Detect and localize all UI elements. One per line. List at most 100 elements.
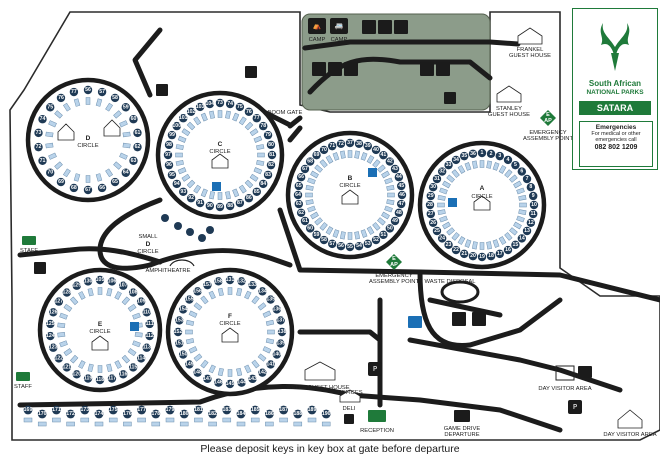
site-row-number-184: 184 [237,411,246,417]
unit-row-187 [279,417,288,423]
svg-text:OFFICES: OFFICES [337,390,362,396]
site-b-72 [336,139,346,148]
site-e-126 [49,308,58,317]
unit-row-178 [151,421,161,427]
site-number-f-143: 143 [248,376,257,382]
brand-panel: South African NATIONAL PARKS SATARA Emer… [572,8,658,170]
svg-text:GUEST HOUSE: GUEST HOUSE [509,53,551,59]
unit-b-52 [366,226,375,235]
site-row-190 [321,409,331,419]
site-number-a-31: 31 [434,176,440,182]
site-number-b-56: 56 [338,243,344,249]
site-d-59 [121,103,130,112]
site-c-101 [179,114,188,123]
svg-text:AMPHITHEATRE: AMPHITHEATRE [146,268,191,274]
unit-d-64 [113,161,122,170]
site-number-b-63: 63 [296,201,302,207]
site-c-74 [225,99,235,109]
site-b-43 [390,164,400,174]
site-number-c-104: 104 [206,101,215,107]
site-number-c-87: 87 [237,200,243,206]
unit-b-66 [307,177,316,185]
site-number-e-127: 127 [55,299,64,305]
site-c-102 [186,107,196,116]
site-number-a-1: 1 [481,150,484,156]
site-number-a-30: 30 [430,184,436,190]
unit-row-175 [108,417,118,423]
site-number-f-154: 154 [179,306,188,312]
site-number-b-47: 47 [398,201,404,207]
unit-f-148 [200,359,209,369]
site-row-number-181: 181 [194,407,203,413]
unit-f-136 [262,310,272,318]
game-drive-departure: GAME DRIVE DEPARTURE [444,410,480,438]
site-c-73 [215,98,225,108]
site-number-d-73: 73 [36,130,42,136]
unit-a-14 [509,227,518,236]
site-number-a-20: 20 [470,253,476,259]
site-number-d-58: 58 [112,95,118,101]
site-a-13 [522,226,532,236]
site-b-58 [319,235,329,245]
site-a-8 [526,183,536,192]
site-number-d-70: 70 [47,170,53,176]
site-f-135 [266,295,275,304]
site-number-a-23: 23 [446,242,452,248]
svg-text:SMALL: SMALL [138,234,158,240]
site-a-15 [511,240,520,250]
site-f-133 [248,280,257,290]
unit-e-124 [57,332,66,338]
emergency-line-2: emergencies call [595,137,637,143]
site-number-a-27: 27 [428,211,434,217]
unit-a-31 [442,180,451,189]
unit-e-109 [127,303,137,312]
site-a-10 [529,200,539,210]
site-number-b-48: 48 [396,210,402,216]
site-number-b-62: 62 [298,210,304,216]
kitchen-icon-3 [34,262,46,274]
unit-a-25 [442,221,451,230]
svg-text:D: D [146,241,151,248]
unit-b-43 [381,170,390,179]
site-row-number-174: 174 [95,411,104,417]
svg-text:DAY VISITOR AREA: DAY VISITOR AREA [603,432,656,438]
unit-b-40 [366,155,375,164]
unit-b-64 [305,192,313,198]
unit-a-21 [464,239,472,248]
site-row-number-190: 190 [322,411,331,417]
unit-c-80 [256,144,265,150]
site-row-175 [108,405,118,415]
unit-d-60 [119,120,128,128]
unit-row-186 [265,421,274,427]
unit-a-13 [513,221,522,230]
site-d-75 [46,103,55,112]
site-a-21 [460,249,469,259]
site-row-176 [123,409,132,419]
site-c-99 [167,130,177,140]
reception-icon: RECEPTION [360,410,394,434]
amphitheatre: AMPHITHEATRE [146,259,195,274]
site-c-85 [252,187,261,196]
site-e-112 [145,331,154,341]
unit-c-88 [225,191,231,200]
site-e-125 [46,319,55,329]
unit-f-137 [265,319,275,326]
site-e-114 [136,354,146,363]
unit-b-65 [305,185,314,191]
site-row-180 [179,409,189,419]
unit-f-139 [265,338,275,345]
unit-e-106 [106,287,113,297]
site-number-a-10: 10 [531,202,537,208]
site-number-f-142: 142 [258,370,267,376]
unit-b-37 [347,150,353,158]
site-e-121 [62,363,72,372]
unit-a-6 [509,174,518,183]
site-d-69 [56,177,66,187]
site-b-47 [397,199,406,209]
site-number-f-149: 149 [185,361,194,367]
site-e-108 [128,288,138,297]
site-number-c-83: 83 [265,172,271,178]
svg-text:CIRCLE: CIRCLE [471,194,492,200]
site-number-e-120: 120 [72,371,81,377]
site-c-92 [186,194,196,203]
